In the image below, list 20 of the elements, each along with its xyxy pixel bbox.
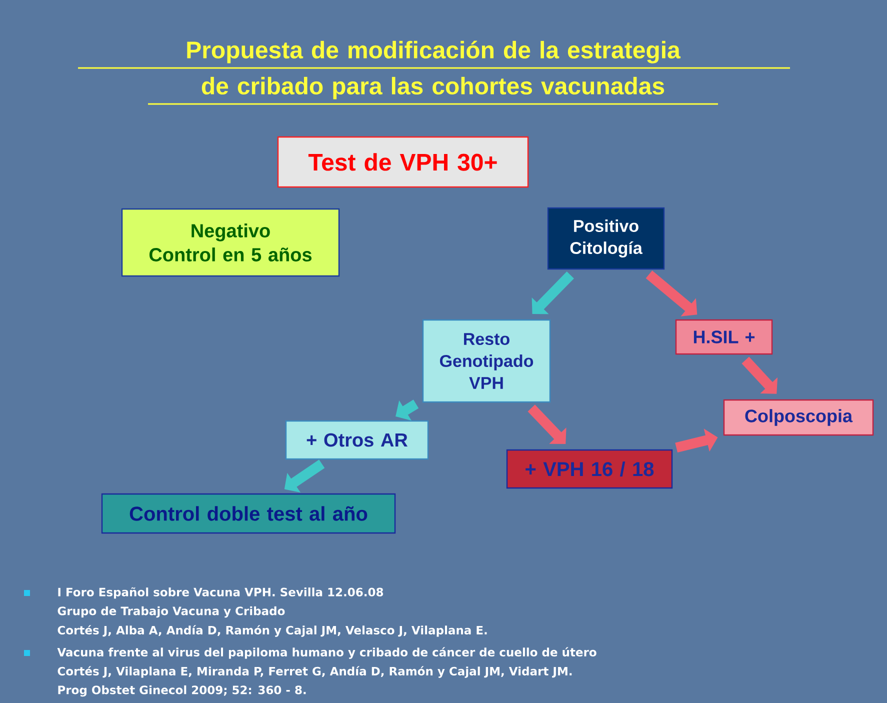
block-arrow <box>396 400 419 421</box>
result-box: + VPH 16 / 18 <box>506 449 673 489</box>
reference-text: Cortés J, Vilaplana E, Miranda P, Ferret G, Andía D, Ramón y Cajal JM, Vidart JM. <box>58 666 572 678</box>
block-arrow <box>742 356 778 394</box>
action-box: Control doble test al año <box>101 493 396 534</box>
block-arrow <box>532 271 574 314</box>
process-box: Resto Genotipado VPH <box>422 319 551 403</box>
reference-text: Vacuna frente al virus del papiloma humano y cribado de cáncer de cuello de útero <box>57 647 596 659</box>
block-arrow <box>528 404 566 444</box>
title: Propuesta de modificación de la estrategia de cribado para las cohortes vacunadas <box>187 40 681 100</box>
result-box: + Otros AR <box>285 420 429 460</box>
reference-text: Grupo de Trabajo Vacuna y Cribado <box>58 606 285 618</box>
result-box: Negativo Control en 5 años <box>121 208 340 277</box>
reference-text: Prog Obstet Ginecol 2009; 52: 360 - 8. <box>58 685 306 697</box>
test-box: Test de VPH 30+ <box>277 136 529 188</box>
reference-text: I Foro Español sobre Vacuna VPH. Sevilla 12.06.08 <box>58 587 384 599</box>
reference-text: Cortés J, Alba A, Andía D, Ramón y Cajal JM, Velasco J, Vilaplana E. <box>58 625 487 637</box>
result-box: Positivo Citología <box>547 207 665 270</box>
process-box: Colposcopia <box>723 399 874 436</box>
result-box: H.SIL + <box>675 319 773 355</box>
